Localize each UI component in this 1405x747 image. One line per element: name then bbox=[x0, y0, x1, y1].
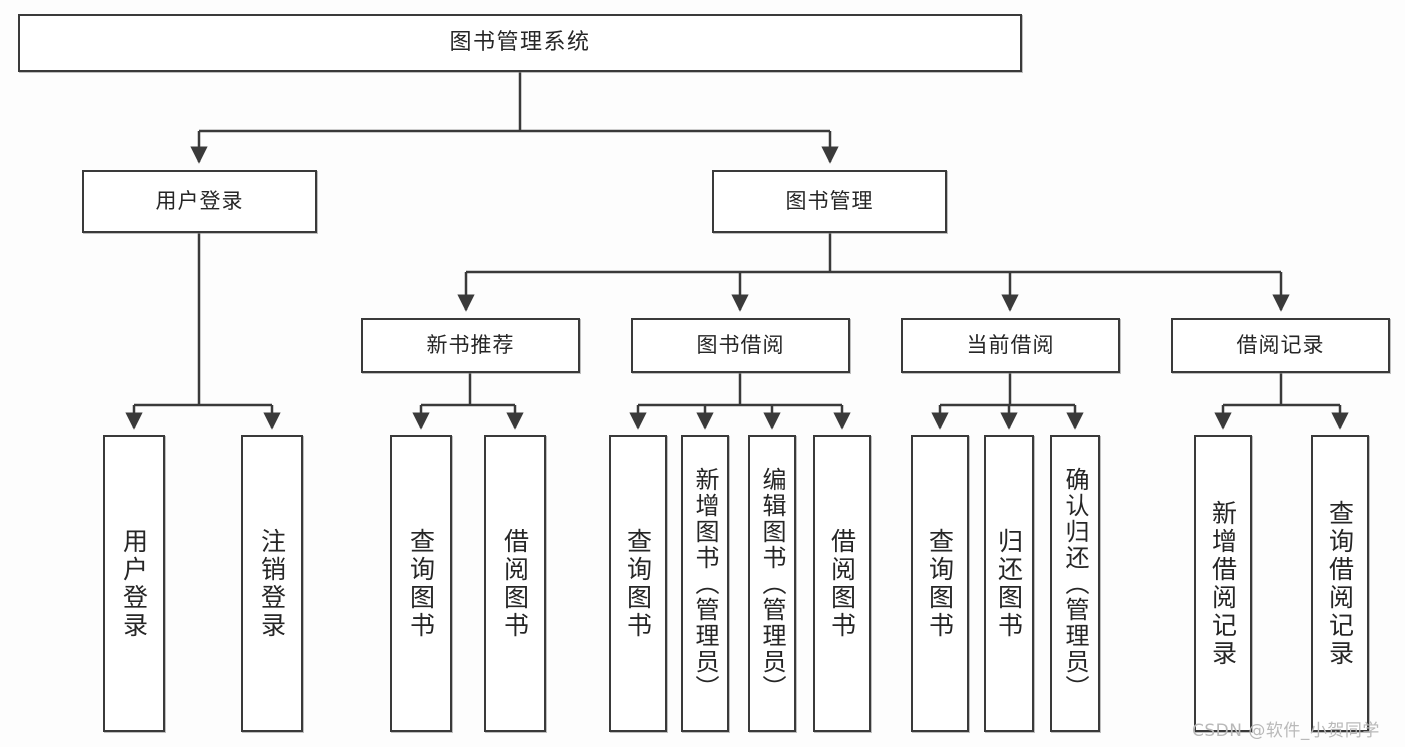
node-leaf-query-book-current-label: 查询图书 bbox=[925, 527, 955, 640]
node-book-manage[interactable]: 图书管理 bbox=[712, 170, 947, 233]
node-leaf-query-book-current[interactable]: 查询图书 bbox=[911, 435, 969, 732]
node-user-login[interactable]: 用户登录 bbox=[82, 170, 317, 233]
node-leaf-add-book-label: 新增图书（管理员） bbox=[691, 466, 719, 701]
node-leaf-borrow-book[interactable]: 借阅图书 bbox=[813, 435, 871, 732]
node-leaf-logout-label: 注销登录 bbox=[257, 527, 287, 640]
node-leaf-logout[interactable]: 注销登录 bbox=[241, 435, 303, 732]
node-book-manage-label: 图书管理 bbox=[785, 188, 874, 213]
node-leaf-query-book-recommend-label: 查询图书 bbox=[406, 527, 436, 640]
node-new-book-recommend-label: 新书推荐 bbox=[426, 332, 515, 357]
node-book-borrow-label: 图书借阅 bbox=[696, 332, 785, 357]
node-leaf-query-book-borrow[interactable]: 查询图书 bbox=[609, 435, 667, 732]
node-leaf-user-login-label: 用户登录 bbox=[119, 527, 149, 640]
node-leaf-query-borrow-record-label: 查询借阅记录 bbox=[1325, 499, 1355, 668]
node-current-borrow[interactable]: 当前借阅 bbox=[901, 318, 1120, 373]
node-leaf-edit-book-label: 编辑图书（管理员） bbox=[758, 466, 786, 701]
node-leaf-query-book-recommend[interactable]: 查询图书 bbox=[390, 435, 452, 732]
node-book-borrow[interactable]: 图书借阅 bbox=[631, 318, 850, 373]
node-leaf-confirm-return[interactable]: 确认归还（管理员） bbox=[1050, 435, 1100, 732]
node-leaf-return-book[interactable]: 归还图书 bbox=[984, 435, 1034, 732]
node-leaf-user-login[interactable]: 用户登录 bbox=[103, 435, 165, 732]
node-borrow-record-label: 借阅记录 bbox=[1236, 332, 1325, 357]
node-leaf-borrow-book-recommend-label: 借阅图书 bbox=[500, 527, 530, 640]
node-leaf-borrow-book-label: 借阅图书 bbox=[827, 527, 857, 640]
node-leaf-edit-book[interactable]: 编辑图书（管理员） bbox=[748, 435, 796, 732]
node-leaf-add-borrow-record[interactable]: 新增借阅记录 bbox=[1194, 435, 1252, 732]
node-leaf-confirm-return-label: 确认归还（管理员） bbox=[1061, 466, 1089, 701]
node-leaf-return-book-label: 归还图书 bbox=[994, 527, 1024, 640]
node-new-book-recommend[interactable]: 新书推荐 bbox=[361, 318, 580, 373]
node-user-login-label: 用户登录 bbox=[155, 188, 244, 213]
node-root-label: 图书管理系统 bbox=[449, 29, 591, 55]
node-borrow-record[interactable]: 借阅记录 bbox=[1171, 318, 1390, 373]
node-leaf-add-borrow-record-label: 新增借阅记录 bbox=[1208, 499, 1238, 668]
node-leaf-borrow-book-recommend[interactable]: 借阅图书 bbox=[484, 435, 546, 732]
node-root[interactable]: 图书管理系统 bbox=[18, 14, 1022, 72]
csdn-watermark: CSDN @软件_小贺同学 bbox=[1192, 721, 1380, 741]
node-leaf-query-book-borrow-label: 查询图书 bbox=[623, 527, 653, 640]
node-current-borrow-label: 当前借阅 bbox=[966, 332, 1055, 357]
node-leaf-query-borrow-record[interactable]: 查询借阅记录 bbox=[1311, 435, 1369, 732]
node-leaf-add-book[interactable]: 新增图书（管理员） bbox=[681, 435, 729, 732]
